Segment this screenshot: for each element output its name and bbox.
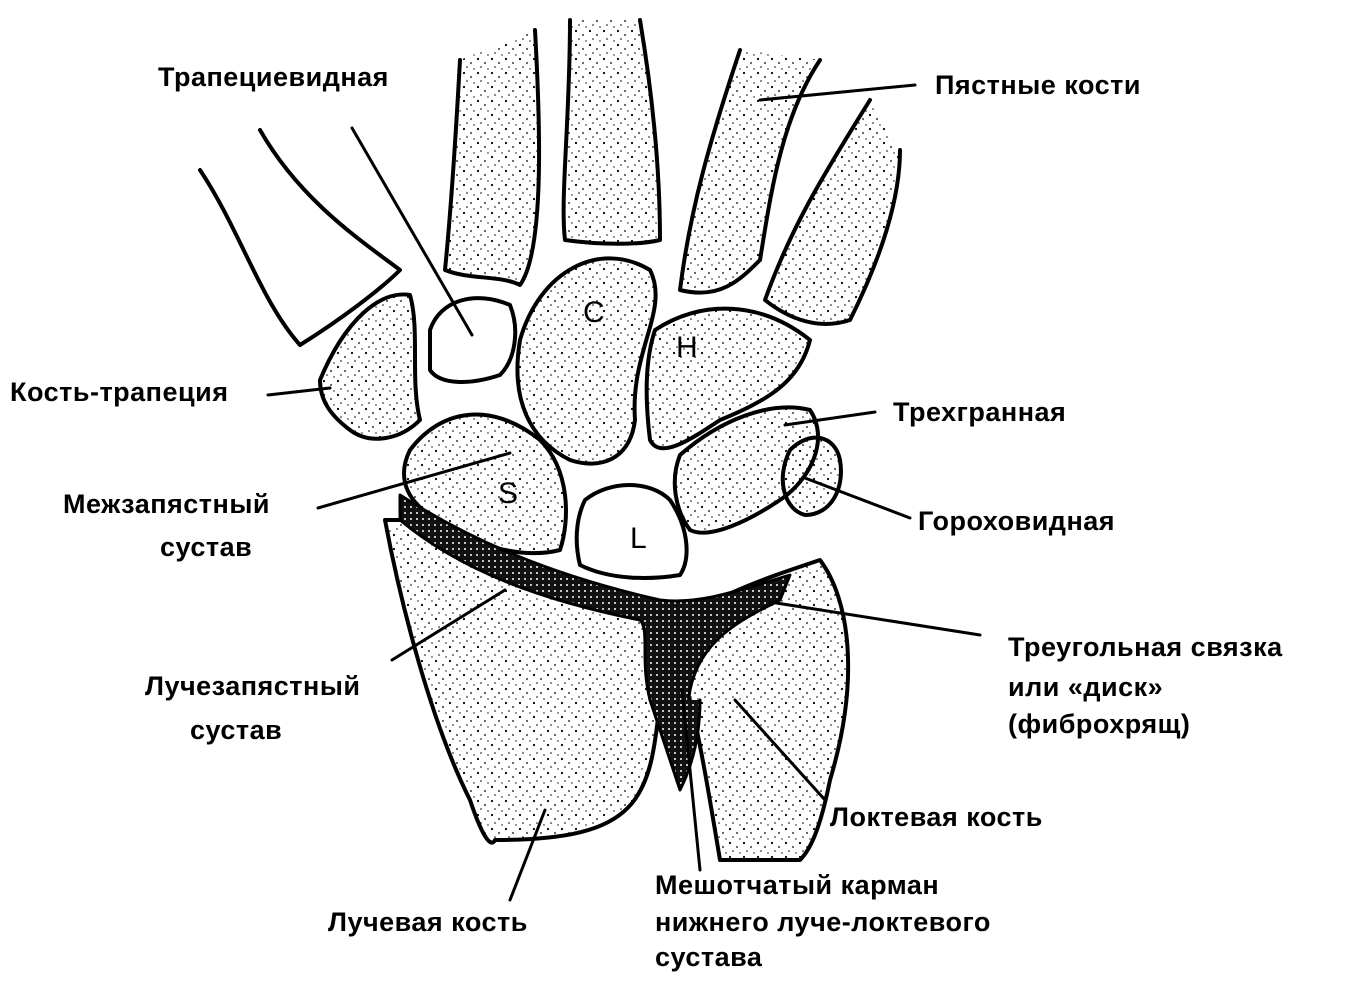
label-triangular-ligament-line2: или «диск» [1008, 672, 1164, 702]
label-triangular-ligament-line3: (фиброхрящ) [1008, 709, 1191, 739]
label-trapezium: Кость-трапеция [10, 377, 229, 407]
leader-metacarpals [758, 83, 917, 102]
label-triangular-ligament-line1: Треугольная связка [1008, 632, 1283, 662]
label-sacciform-line3: сустава [655, 942, 763, 972]
hamate-bone [644, 306, 812, 451]
leader-ulna [733, 698, 827, 802]
trapezoid-bone [428, 296, 518, 384]
trapezium-bone [318, 292, 422, 441]
label-radiocarpal-joint-line2: сустав [190, 715, 283, 745]
leader-radiocarpal [390, 588, 507, 662]
metacarpal-bones [198, 18, 902, 347]
sacciform-recess [648, 698, 702, 792]
lunate-bone [574, 483, 689, 580]
leader-triquetral [783, 410, 877, 427]
leader-trapezium [266, 386, 332, 397]
scaphoid-letter: S [498, 477, 518, 510]
leader-sacciform [680, 688, 702, 872]
capitate-letter: C [583, 296, 605, 329]
label-midcarpal-joint-line2: сустав [160, 532, 253, 562]
capitate-bone [515, 256, 658, 466]
leader-triangular-ligament [768, 600, 982, 637]
label-radiocarpal-joint-line1: Лучезапястный [145, 671, 361, 701]
label-sacciform-line2: нижнего луче-локтевого [655, 907, 991, 937]
label-ulna: Локтевая кость [830, 802, 1043, 832]
label-sacciform-line1: Мешотчатый карман [655, 870, 940, 900]
hamate-letter: H [676, 331, 698, 364]
leader-trapezoid [350, 126, 474, 337]
label-midcarpal-joint-line1: Межзапястный [63, 489, 270, 519]
leader-midcarpal [316, 451, 512, 510]
label-pisiform: Гороховидная [918, 506, 1116, 536]
label-radius: Лучевая кость [328, 907, 528, 937]
lunate-letter: L [630, 522, 647, 555]
leader-pisiform [803, 476, 912, 520]
label-metacarpals: Пястные кости [935, 70, 1141, 100]
scaphoid-bone [402, 412, 568, 555]
label-triquetral: Трехгранная [893, 397, 1067, 427]
articular-disc [398, 493, 792, 762]
label-trapezoid: Трапециевидная [158, 62, 389, 92]
leader-radius [508, 808, 547, 902]
leader-lines [266, 83, 982, 902]
pisiform-bone [780, 435, 843, 517]
